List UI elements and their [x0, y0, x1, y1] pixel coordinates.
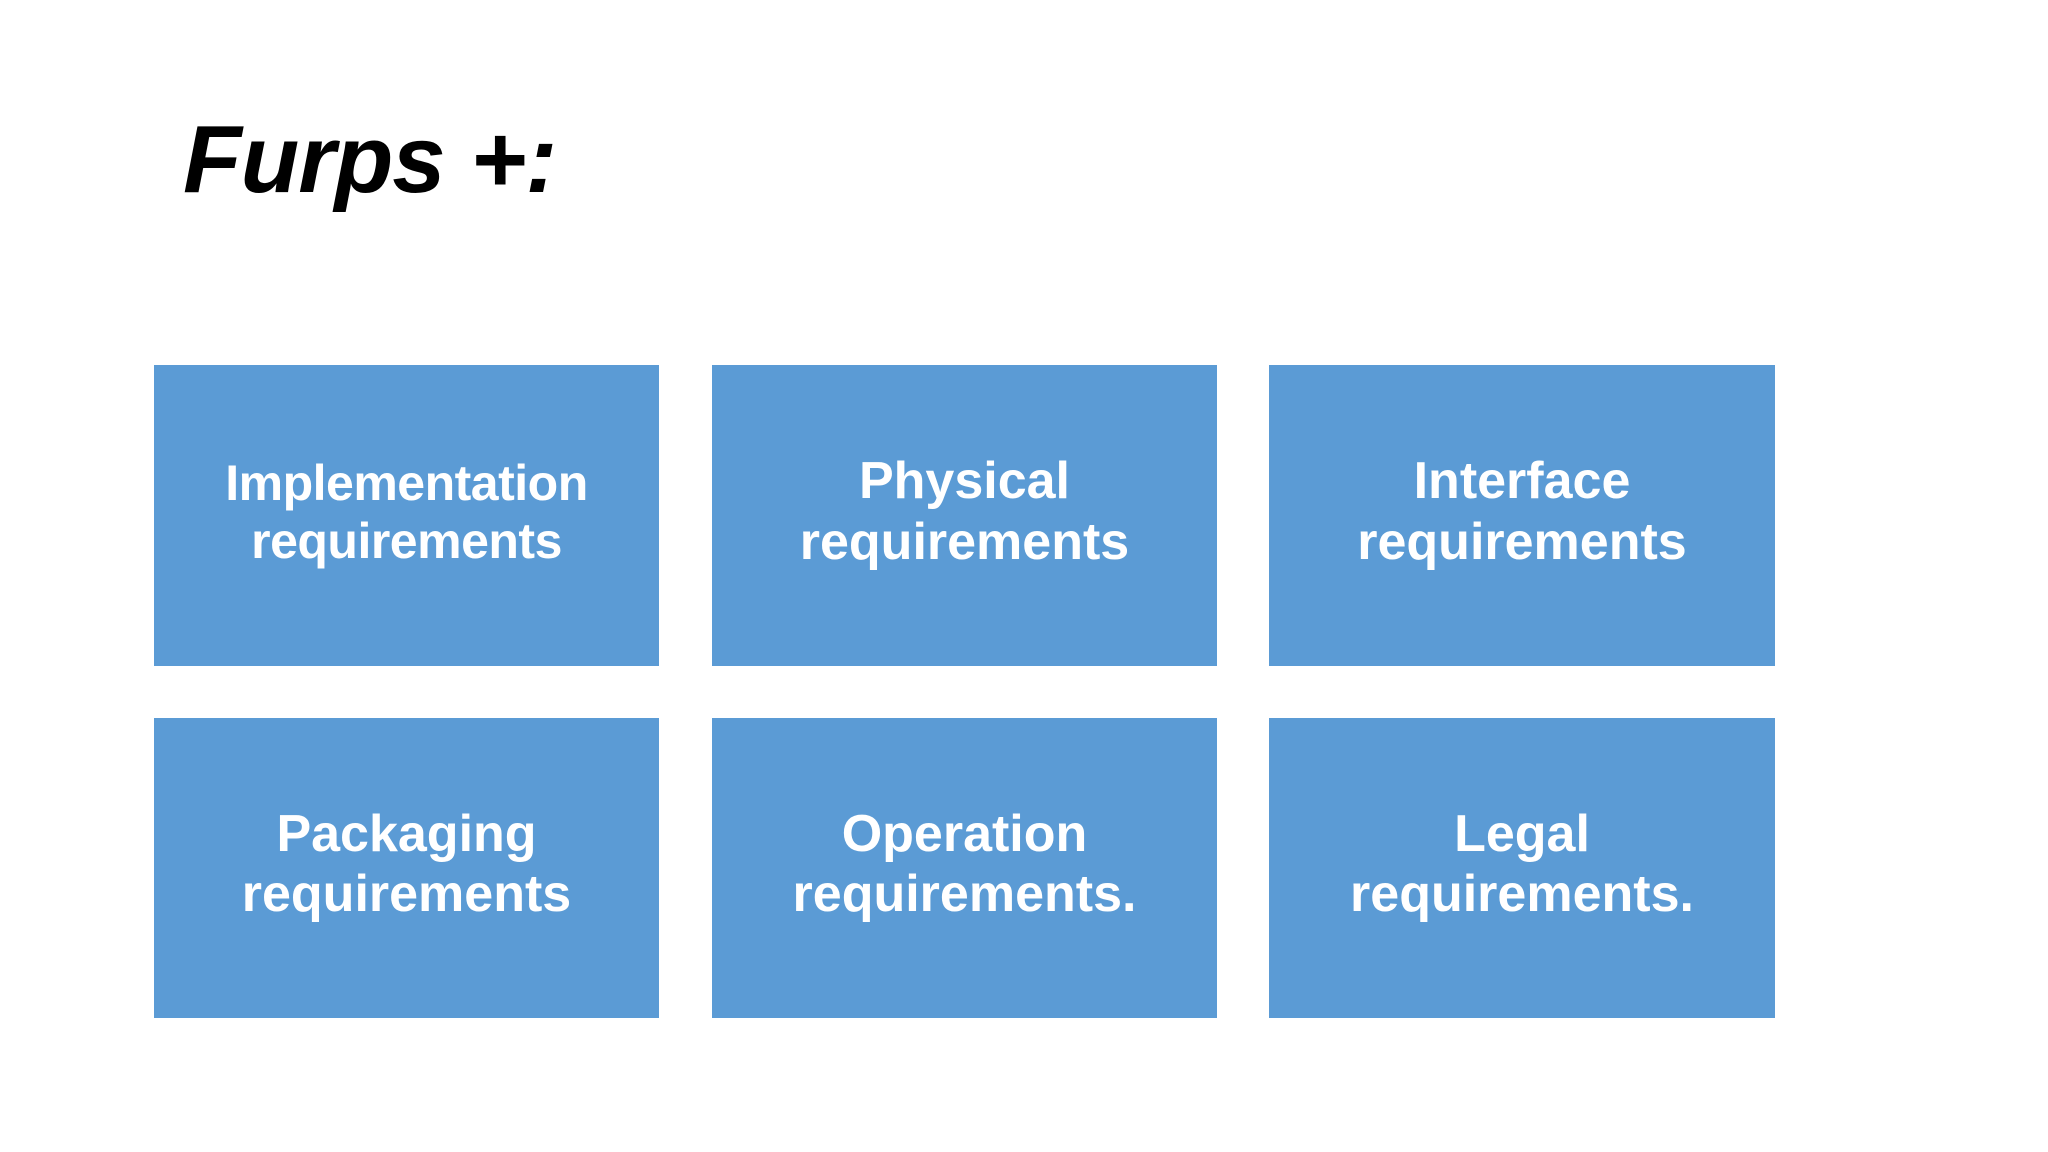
- label-line-1: Implementation: [225, 454, 588, 511]
- label-line-2: requirements: [251, 512, 562, 569]
- label-line-2: requirements: [1357, 512, 1687, 571]
- label-line-1: Interface: [1413, 452, 1631, 511]
- label-line-1: Physical: [858, 452, 1071, 511]
- label-line-1: Packaging: [276, 804, 537, 863]
- page-title: Furps +:: [183, 106, 557, 213]
- label-line-2: requirements: [241, 865, 572, 923]
- label-line-2: requirements.: [1350, 865, 1694, 923]
- label-line-2: requirements.: [792, 865, 1137, 923]
- label-line-1: Operation: [841, 804, 1088, 863]
- label-line-2: requirements: [799, 512, 1130, 571]
- label-line-1: Legal: [1454, 804, 1590, 863]
